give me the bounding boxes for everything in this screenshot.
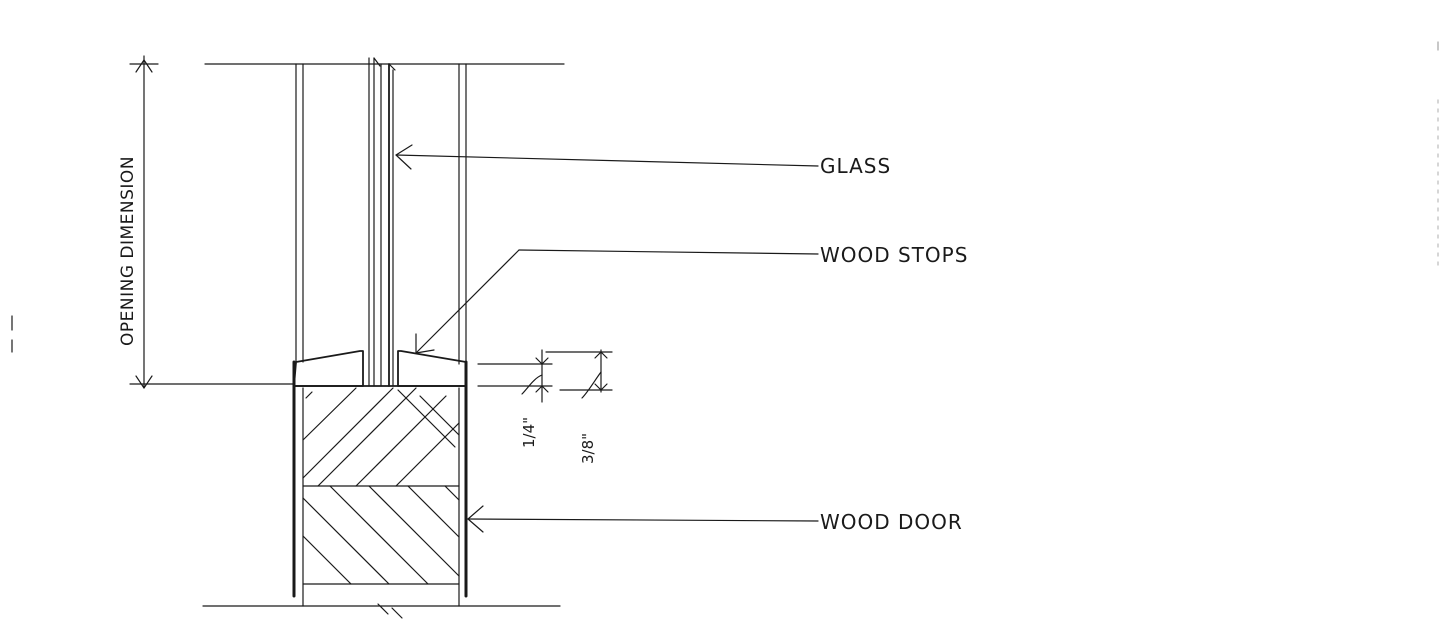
break-mark	[377, 603, 403, 619]
wood-door-leader	[467, 505, 819, 533]
three-eighths-inch-label: 3/8"	[579, 433, 597, 464]
door-stile-left-upper	[295, 63, 304, 365]
door-stile-right-upper	[458, 63, 467, 365]
quarter-inch-label: 1/4"	[520, 417, 538, 448]
wood-stop-right	[397, 350, 467, 387]
glass-pane	[368, 57, 396, 387]
three-eighths-inch-dimension	[545, 349, 613, 399]
glass-leader	[395, 144, 819, 170]
wood-grain-hatch-upper-right	[397, 389, 460, 448]
quarter-inch-dimension	[477, 349, 553, 403]
opening-dimension-line	[129, 55, 295, 389]
opening-dimension-label: OPENING DIMENSION	[118, 156, 138, 346]
wood-stops-label: WOOD STOPS	[820, 243, 968, 267]
glass-label: GLASS	[820, 154, 891, 178]
wood-door-label: WOOD DOOR	[820, 510, 963, 534]
wood-stops-leader	[415, 249, 819, 354]
wood-door-block	[292, 360, 468, 607]
wood-stop-left	[293, 350, 364, 387]
wood-grain-hatch-lower	[302, 485, 460, 585]
wood-grain-hatch-upper	[302, 387, 460, 487]
